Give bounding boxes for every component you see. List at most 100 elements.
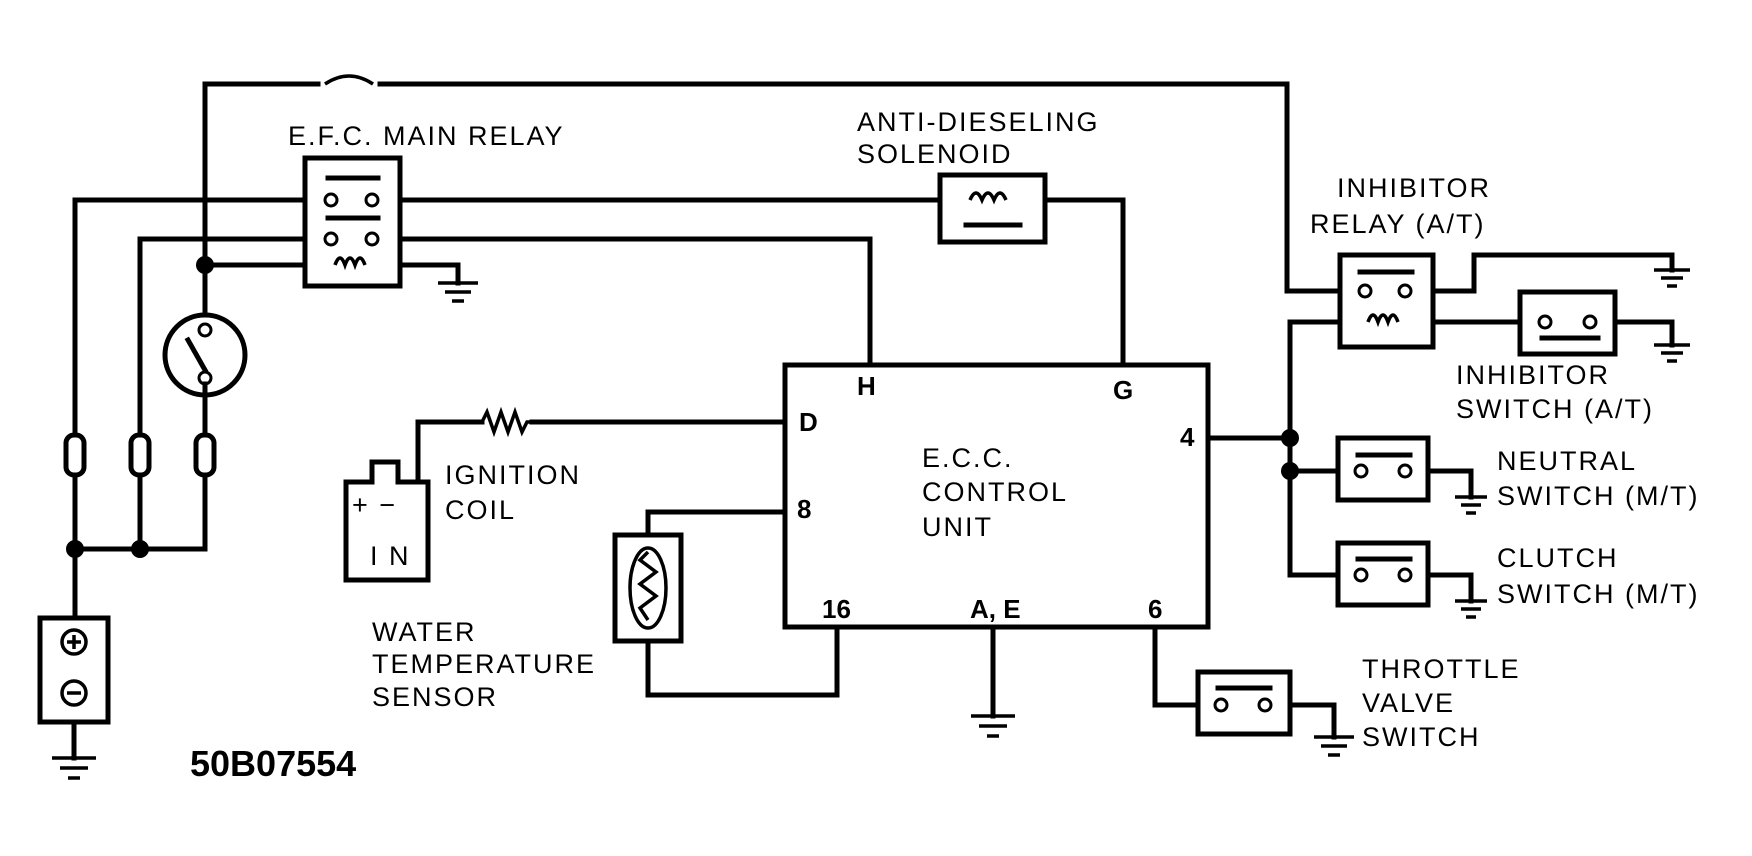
junction-dot (66, 540, 84, 558)
fusible-link (128, 432, 152, 478)
wire-inhibitor-relay-to-switch (1430, 319, 1675, 348)
ecc-label: E.C.C. (922, 443, 1014, 473)
inhibitor-switch (1517, 289, 1618, 357)
water-temp-sensor (612, 532, 684, 644)
pin-labels: H G D 4 8 16 A, E 6 (797, 371, 1195, 624)
ground-icon (1455, 495, 1487, 515)
inhibitor-switch-box (1517, 289, 1618, 357)
relay-terminal (364, 231, 380, 247)
pin-4-label: 4 (1180, 422, 1195, 452)
wire-relay-to-solenoid (383, 197, 1126, 368)
wire-coil-to-d (415, 419, 788, 481)
fuse-link (324, 74, 374, 86)
relay-coil-icon (333, 256, 367, 271)
neutral-switch-label: SWITCH (M/T) (1497, 481, 1699, 511)
junction-dot (131, 540, 149, 558)
ecc-box (782, 362, 1211, 630)
switch-terminal (1582, 314, 1598, 330)
efc-main-relay-label: E.F.C. MAIN RELAY (288, 121, 565, 151)
wire-relay-to-h (383, 236, 873, 368)
coil-polarity-label: + − (352, 490, 397, 520)
neutral-switch-label: NEUTRAL (1497, 446, 1637, 476)
wire-4-bus (1205, 319, 1353, 578)
wire-clutch-ground (1425, 572, 1474, 604)
switch-terminal (1397, 567, 1413, 583)
water-temp-label: TEMPERATURE (372, 649, 596, 679)
clutch-switch (1335, 540, 1431, 608)
throttle-valve-switch (1195, 669, 1293, 737)
water-temp-label: SENSOR (372, 682, 498, 712)
anti-dieseling-label: ANTI-DIESELING (857, 107, 1100, 137)
pin-d-label: D (799, 407, 818, 437)
junction-dot (196, 256, 214, 274)
pin-16-label: 16 (822, 594, 851, 624)
fusible-links (63, 432, 217, 478)
coil-in-label: I N (370, 541, 411, 571)
ground-icon (1654, 268, 1690, 288)
clutch-switch-box (1335, 540, 1431, 608)
switch-terminal (1537, 314, 1553, 330)
junction-dot (1281, 429, 1299, 447)
relay-coil-icon (1366, 313, 1400, 328)
water-temp-label: WATER (372, 617, 477, 647)
ignition-coil-label: IGNITION (445, 460, 581, 490)
ignition-coil (343, 459, 431, 583)
ecc-label: CONTROL (922, 477, 1068, 507)
resistor (480, 406, 532, 438)
ground-icon (971, 714, 1015, 738)
grounds (52, 268, 1690, 780)
throttle-switch-label: VALVE (1362, 688, 1455, 718)
relay-terminal (1357, 283, 1373, 299)
fusible-link (193, 432, 217, 478)
anti-dieseling-label: SOLENOID (857, 139, 1013, 169)
pin-6-label: 6 (1148, 594, 1162, 624)
switch-terminal (1353, 463, 1369, 479)
anti-dieseling-solenoid (937, 172, 1048, 245)
relay-terminal (364, 192, 380, 208)
pin-h-label: H (857, 371, 876, 401)
fusible-link (63, 432, 87, 478)
plus-sign (67, 635, 81, 649)
efc-main-relay (302, 155, 403, 289)
switch-terminal (1257, 697, 1273, 713)
neutral-switch (1335, 435, 1431, 503)
pin-g-label: G (1113, 375, 1133, 405)
clutch-switch-label: SWITCH (M/T) (1497, 579, 1699, 609)
clutch-switch-label: CLUTCH (1497, 543, 1619, 573)
inhibitor-relay-label: INHIBITOR (1337, 173, 1491, 203)
ignition-switch (162, 312, 248, 438)
wire-neutral-ground (1425, 468, 1474, 500)
throttle-switch-label: SWITCH (1362, 722, 1480, 752)
switch-terminal (1213, 697, 1229, 713)
relay-terminal (323, 231, 339, 247)
inhibitor-switch-label: INHIBITOR (1456, 360, 1610, 390)
switch-terminal (1353, 567, 1369, 583)
ignition-switch-lever (184, 336, 209, 374)
throttle-switch-label: THROTTLE (1362, 654, 1521, 684)
solenoid-coil-icon (968, 191, 1008, 205)
pin-8-label: 8 (797, 494, 811, 524)
thermistor-icon (637, 550, 659, 621)
throttle-switch-box (1195, 669, 1293, 737)
ground-icon (438, 281, 478, 303)
junctions (66, 256, 1299, 558)
relay-terminal (323, 192, 339, 208)
solenoid-box (937, 172, 1048, 245)
neutral-switch-box (1335, 435, 1431, 503)
inhibitor-relay-box (1337, 252, 1436, 350)
ignition-coil-label: COIL (445, 495, 516, 525)
ignition-switch-contact (197, 322, 213, 338)
pin-ae-label: A, E (970, 594, 1021, 624)
ecc-control-unit (782, 362, 1211, 630)
switch-terminal (1397, 463, 1413, 479)
inhibitor-relay (1337, 252, 1436, 350)
ground-icon (1654, 343, 1690, 363)
inhibitor-switch-label: SWITCH (A/T) (1456, 394, 1654, 424)
ground-icon (1314, 735, 1354, 757)
battery (37, 615, 111, 761)
wire-relay-line-2 (137, 236, 328, 438)
wire-inhibitor-relay-ground (1430, 252, 1675, 294)
junction-dot (1281, 462, 1299, 480)
labels: E.F.C. MAIN RELAY ANTI-DIESELING SOLENOI… (190, 107, 1699, 784)
